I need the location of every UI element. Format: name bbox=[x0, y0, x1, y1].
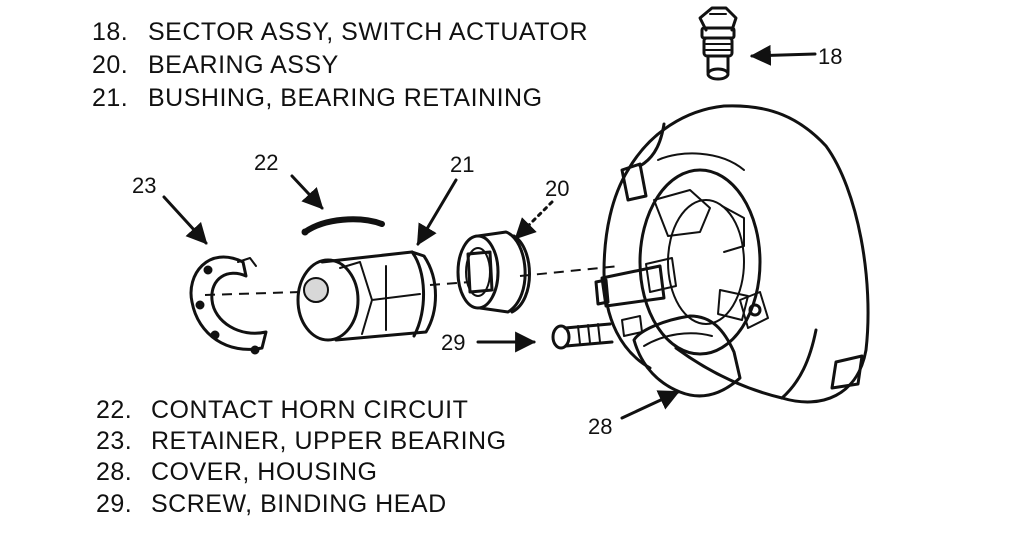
legend-bottom: 22. CONTACT HORN CIRCUIT 23. RETAINER, U… bbox=[96, 396, 507, 518]
callout-29-label: 29 bbox=[441, 330, 465, 355]
callout-18-arrow bbox=[749, 44, 817, 66]
legend-item-28-text: COVER, HOUSING bbox=[151, 458, 377, 486]
legend-item-18-number: 18. bbox=[92, 18, 128, 46]
legend-item-23-text: RETAINER, UPPER BEARING bbox=[151, 427, 507, 455]
callout-22-label: 22 bbox=[254, 150, 278, 175]
part-29-screw bbox=[551, 322, 614, 350]
assembly-centerline bbox=[204, 265, 621, 296]
callout-23-label: 23 bbox=[132, 173, 156, 198]
legend-item-29-text: SCREW, BINDING HEAD bbox=[151, 490, 447, 518]
callout-20-label: 20 bbox=[545, 176, 569, 201]
part-23-retainer-ring bbox=[189, 255, 268, 355]
callout-23-arrow bbox=[162, 195, 208, 245]
callout-20-arrow bbox=[514, 200, 554, 240]
legend-item-22-text: CONTACT HORN CIRCUIT bbox=[151, 396, 468, 424]
legend-item-22-number: 22. bbox=[96, 396, 132, 424]
legend-item-28-number: 28. bbox=[96, 458, 132, 486]
legend-item-29-number: 29. bbox=[96, 490, 132, 518]
legend-item-23-number: 23. bbox=[96, 427, 132, 455]
part-21-bushing-cylinder bbox=[296, 250, 437, 342]
part-20-bearing-assy bbox=[456, 230, 531, 314]
legend-item-21-number: 21. bbox=[92, 84, 128, 112]
legend-item-20-text: BEARING ASSY bbox=[148, 51, 339, 79]
legend-item-21-text: BUSHING, BEARING RETAINING bbox=[148, 84, 543, 112]
callout-28-label: 28 bbox=[588, 414, 612, 439]
callout-18-label: 18 bbox=[818, 44, 842, 69]
legend-item-18-text: SECTOR ASSY, SWITCH ACTUATOR bbox=[148, 18, 588, 46]
part-28-housing-cover bbox=[621, 314, 742, 398]
callout-22-arrow bbox=[290, 174, 324, 210]
part-22-contact-horn-circuit bbox=[301, 216, 385, 236]
legend-top: 18. SECTOR ASSY, SWITCH ACTUATOR 20. BEA… bbox=[92, 18, 588, 112]
callout-21-arrow bbox=[416, 178, 458, 246]
part-18-sector-assy bbox=[698, 6, 738, 81]
steering-column-housing bbox=[594, 104, 870, 404]
callout-28-arrow bbox=[620, 390, 680, 420]
callout-21-label: 21 bbox=[450, 152, 474, 177]
legend-item-20-number: 20. bbox=[92, 51, 128, 79]
